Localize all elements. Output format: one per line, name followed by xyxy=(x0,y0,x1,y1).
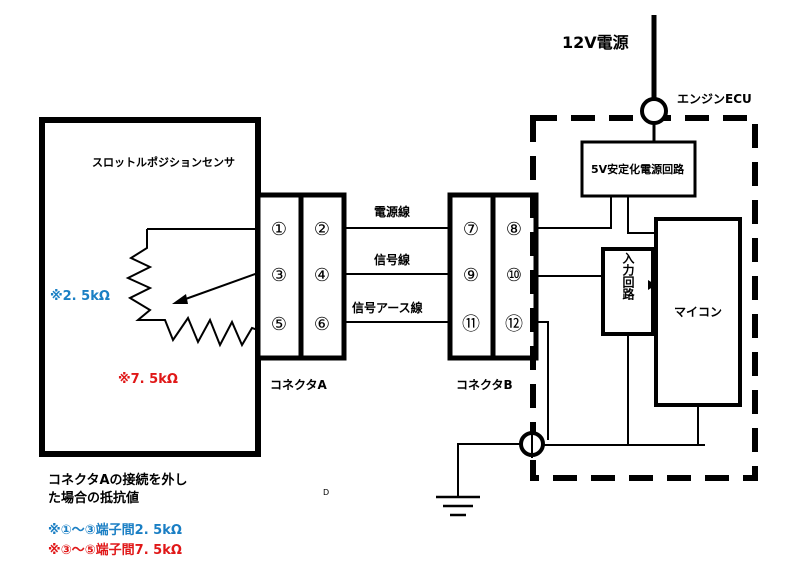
ecu-boundary xyxy=(530,115,758,481)
connector-a-pin-5: ⑤ xyxy=(271,314,287,335)
connector-a-pin-6: ⑥ xyxy=(314,314,330,335)
note-item-1: ※①～③端子間2. 5kΩ xyxy=(48,522,182,538)
regulator-box xyxy=(580,140,697,198)
regulator-to-pin8 xyxy=(536,196,612,229)
regulator-label: 5V安定化電源回路 xyxy=(591,162,685,176)
wiper-arrowhead xyxy=(172,294,188,304)
connector-a-label: コネクタA xyxy=(270,378,328,392)
note-line-2: た場合の抵抗値 xyxy=(48,490,139,506)
micon-label: マイコン xyxy=(674,305,722,319)
connector-a-pin-2: ② xyxy=(314,219,330,240)
connector-a-left xyxy=(255,192,304,361)
connector-b-pin-9: ⑨ xyxy=(463,265,479,286)
power-wire-label: 電源線 xyxy=(374,204,410,219)
regulator-to-micon xyxy=(627,196,656,234)
sensor-wiper xyxy=(179,272,259,302)
micon-box xyxy=(654,217,742,407)
sensor-resistor xyxy=(125,229,259,348)
input-arrow xyxy=(648,280,656,290)
note-line-1: コネクタAの接続を外し xyxy=(48,472,188,488)
connector-b-pin-7: ⑦ xyxy=(463,219,479,240)
resistance-lower: ※7. 5kΩ xyxy=(118,372,178,387)
ground-return-pin12 xyxy=(536,321,549,440)
connector-a-pin-4: ④ xyxy=(314,265,330,286)
connector-a-pin-1: ① xyxy=(271,219,287,240)
resistance-upper: ※2. 5kΩ xyxy=(50,289,110,304)
stray-mark: D xyxy=(323,488,329,497)
ground-wire-label: 信号アース線 xyxy=(352,300,423,315)
connector-b-pin-10: ⑩ xyxy=(506,265,522,286)
connector-a-pin-3: ③ xyxy=(271,265,287,286)
input-circuit-box xyxy=(601,247,655,336)
external-ground-lead xyxy=(457,443,521,496)
connector-b-label: コネクタB xyxy=(456,378,513,392)
connector-b-pin-8: ⑧ xyxy=(506,219,522,240)
signal-wire-label: 信号線 xyxy=(374,252,410,267)
connector-b-pin-11: ⑪ xyxy=(462,314,480,335)
ecu-label: エンジンECU xyxy=(677,92,752,106)
supply-terminal xyxy=(640,97,668,125)
input-circuit-label: 入力回路 xyxy=(621,252,635,301)
power-supply-label: 12V電源 xyxy=(562,33,629,52)
connector-b-pin-12: ⑫ xyxy=(505,314,523,335)
connector-a-right xyxy=(298,192,347,361)
sensor-title: スロットルポジションセンサ xyxy=(92,155,235,169)
note-item-2: ※③～⑤端子間7. 5kΩ xyxy=(48,542,182,558)
